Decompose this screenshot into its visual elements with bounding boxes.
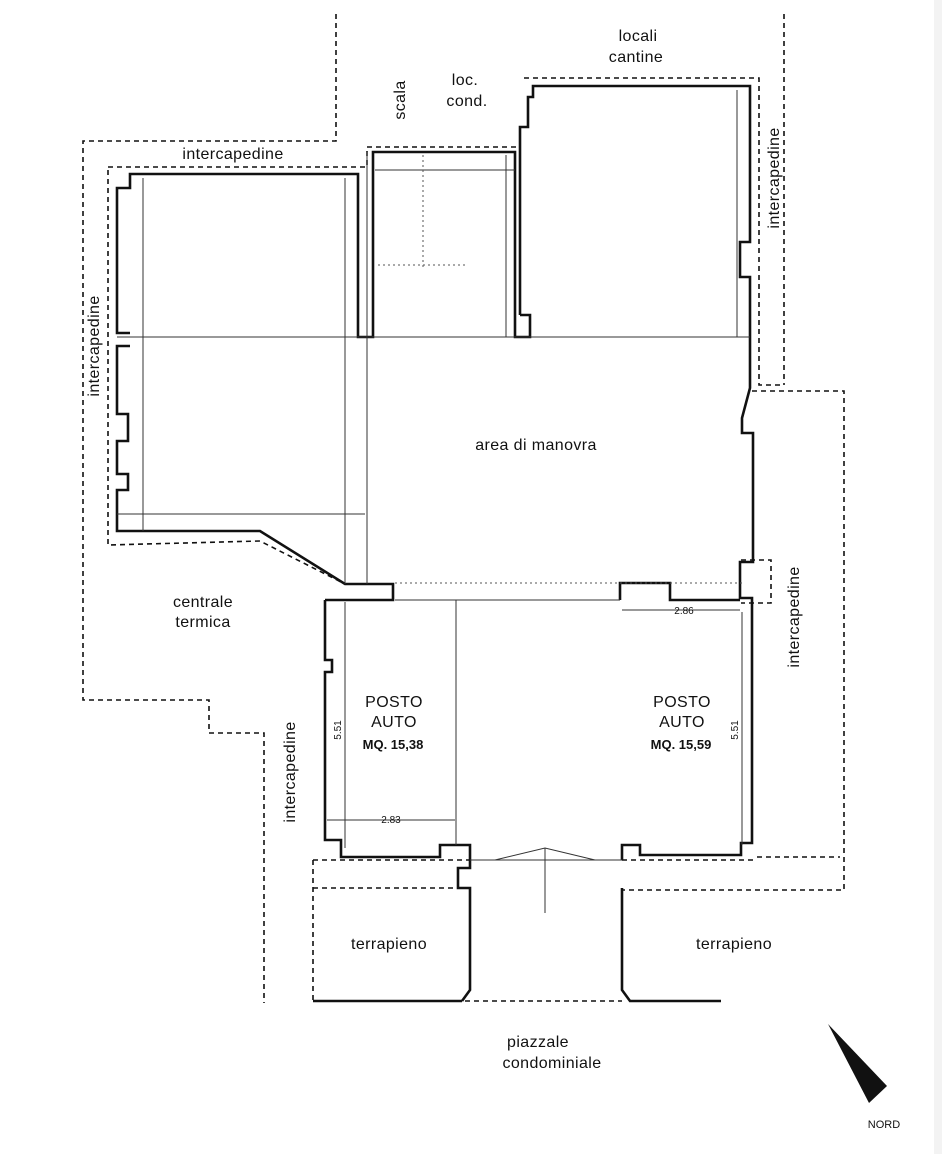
piazzale-label-2: condominiale — [502, 1055, 601, 1072]
parking-left-title-2: AUTO — [371, 714, 417, 731]
intercapedine-top-label: intercapedine — [182, 146, 283, 163]
north-arrow-icon — [828, 1024, 887, 1103]
loc-cond-label-2: cond. — [446, 93, 487, 110]
locali-cantine-label-2: cantine — [609, 49, 663, 66]
intercapedine-right-top-label: intercapedine — [766, 127, 783, 228]
parking-right-depth: 5.51 — [730, 720, 741, 740]
parking-right-width: 2.86 — [674, 606, 694, 617]
area-manovra-label: area di manovra — [475, 437, 597, 454]
centrale-termica-label-1: centrale — [173, 594, 233, 611]
loc-cond-label-1: loc. — [452, 72, 479, 89]
parking-left-width: 2.83 — [381, 815, 401, 826]
centrale-termica-label-2: termica — [175, 614, 230, 631]
parking-left-depth: 5.51 — [333, 720, 344, 740]
structural-walls — [115, 84, 755, 1003]
parking-left-title-1: POSTO — [365, 694, 423, 711]
page-edge — [934, 0, 942, 1154]
locali-cantine-label-1: locali — [619, 28, 658, 45]
parking-right-title-2: AUTO — [659, 714, 705, 731]
north-label: NORD — [868, 1119, 900, 1131]
piazzale-label-1: piazzale — [507, 1034, 569, 1051]
parking-right-area: MQ. 15,59 — [651, 737, 712, 752]
intercapedine-right-label: intercapedine — [786, 566, 803, 667]
scala-label: scala — [392, 80, 409, 119]
intercapedine-bottom-left-label: intercapedine — [282, 721, 299, 822]
terrapieno-right-label: terrapieno — [696, 936, 772, 953]
parking-left-area: MQ. 15,38 — [363, 737, 424, 752]
terrapieno-left-label: terrapieno — [351, 936, 427, 953]
dashed-boundaries — [82, 14, 845, 1003]
intercapedine-left-label: intercapedine — [86, 295, 103, 396]
parking-right-title-1: POSTO — [653, 694, 711, 711]
interior-lines — [117, 90, 750, 913]
